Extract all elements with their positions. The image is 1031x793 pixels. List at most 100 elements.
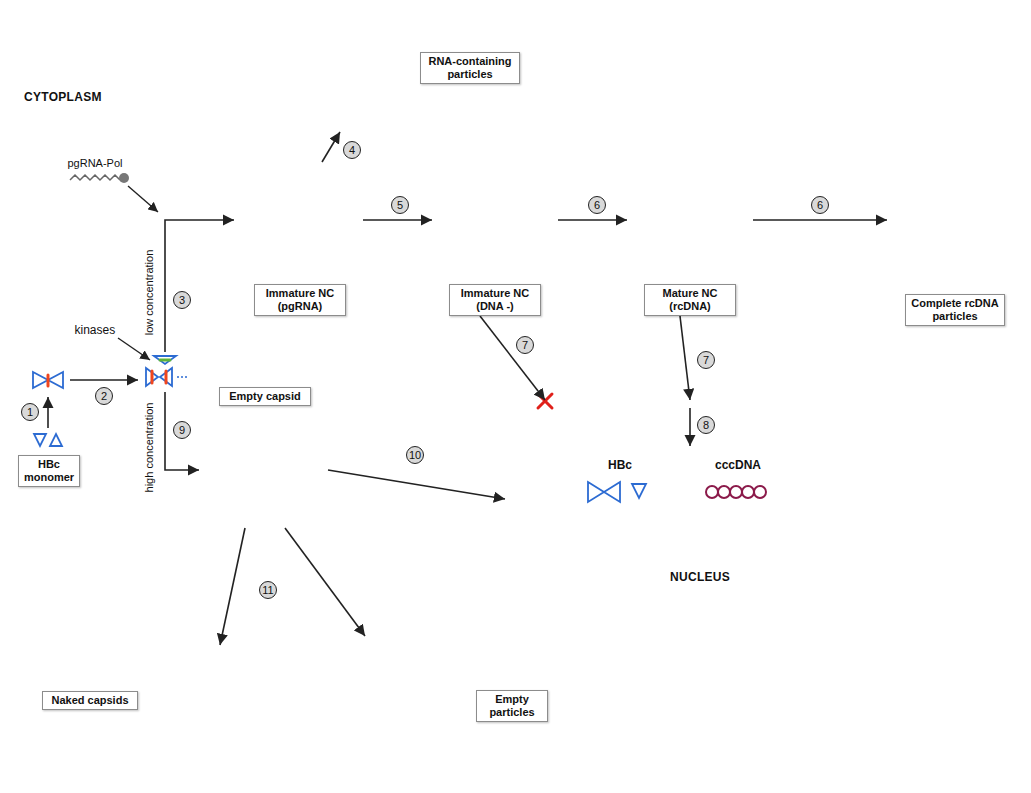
pgrna-strand bbox=[324, 67, 349, 70]
protein-spike bbox=[362, 48, 373, 54]
assembly-arrow bbox=[165, 220, 234, 352]
protein-spike bbox=[304, 436, 322, 446]
cytoplasm-outline bbox=[10, 82, 915, 607]
pgrna-pol-icon bbox=[70, 173, 129, 183]
callout-number: 10 bbox=[406, 446, 424, 464]
enzyme-label: kinases bbox=[75, 323, 116, 337]
capsid-outline bbox=[351, 670, 429, 743]
envelope-ring bbox=[322, 638, 458, 774]
capsid-drawing bbox=[202, 412, 328, 528]
protein-spike bbox=[208, 436, 226, 446]
cccdna-loop bbox=[742, 486, 754, 498]
flow-arrow bbox=[753, 219, 887, 221]
dimer-triangle bbox=[33, 372, 48, 388]
label-slot: 1 bbox=[21, 403, 39, 421]
stage-label: Mature NC (rcDNA) bbox=[644, 284, 736, 316]
protein-spike bbox=[979, 199, 990, 205]
particle-drawing bbox=[887, 152, 1023, 288]
envelope-ring bbox=[889, 154, 1021, 286]
dimer-triangle bbox=[146, 368, 158, 386]
label-slot: Mature NC (rcDNA) bbox=[644, 284, 736, 316]
callout-number: 9 bbox=[173, 421, 191, 439]
protein-spike bbox=[979, 235, 990, 241]
protein-spike bbox=[919, 218, 928, 222]
protein-spike bbox=[304, 495, 322, 505]
capsid-outline bbox=[917, 185, 993, 256]
label-slot: Immature NC (DNA -) bbox=[449, 284, 541, 316]
compartment-label: NUCLEUS bbox=[670, 570, 730, 584]
compartment-label: CYTOPLASM bbox=[24, 90, 102, 104]
protein-spike bbox=[534, 186, 552, 196]
stage-label: Immature NC (DNA -) bbox=[449, 284, 541, 316]
cytoplasm-region: CYTOPLASM Immature NC (pgRNA) Immature NC … bbox=[10, 82, 915, 607]
protein-spike bbox=[345, 217, 360, 223]
protein-spike bbox=[729, 186, 747, 196]
protein-spike bbox=[982, 218, 991, 222]
label-slot: Empty capsid bbox=[219, 387, 311, 406]
capsid-outline bbox=[202, 412, 328, 528]
protein-spike bbox=[339, 245, 357, 255]
step-arrow bbox=[70, 379, 138, 381]
cross-stroke bbox=[538, 394, 552, 408]
stage-label: Empty capsid bbox=[219, 387, 311, 406]
assembly-intermediate bbox=[146, 356, 188, 386]
label-slot: 3 bbox=[173, 291, 191, 309]
label-slot: RNA-containing particles bbox=[420, 52, 520, 84]
protein-spike bbox=[355, 722, 366, 728]
cccdna-loop bbox=[718, 486, 730, 498]
callout-number: 4 bbox=[343, 141, 361, 159]
dimer-triangle bbox=[588, 482, 604, 502]
label-slot: 5 bbox=[391, 196, 409, 214]
protein-spike bbox=[365, 66, 374, 70]
step-arrow bbox=[689, 408, 691, 446]
label-slot: Immature NC (pgRNA) bbox=[254, 284, 346, 316]
protein-spike bbox=[415, 685, 426, 691]
nuclear-membrane bbox=[508, 403, 893, 596]
pgrna-arrow bbox=[128, 186, 158, 212]
cccdna-loop bbox=[706, 486, 718, 498]
stage-label: Immature NC (pgRNA) bbox=[254, 284, 346, 316]
protein-spike bbox=[438, 245, 456, 255]
capsid-node: Naked capsids bbox=[150, 645, 270, 755]
label-slot: 9 bbox=[173, 421, 191, 439]
viral-particle: Empty particles bbox=[320, 636, 460, 776]
polymerase-dot bbox=[119, 173, 129, 183]
protein-spike bbox=[729, 245, 747, 255]
polymerase-dot bbox=[952, 206, 959, 213]
flow-arrow bbox=[285, 528, 365, 636]
pgrna-strand bbox=[274, 219, 316, 224]
dotted-continuation bbox=[177, 376, 188, 378]
cccdna-icon bbox=[706, 486, 766, 498]
protein-spike bbox=[307, 48, 318, 54]
molecule-label: cccDNA bbox=[715, 458, 761, 472]
protein-spike bbox=[415, 722, 426, 728]
label-slot: 8 bbox=[697, 416, 715, 434]
envelope-ring bbox=[278, 6, 402, 130]
rcdna-strand bbox=[947, 212, 963, 228]
callout-number: 6 bbox=[811, 196, 829, 214]
callout-number: 11 bbox=[259, 581, 277, 599]
cccdna-loop bbox=[730, 486, 742, 498]
flow-arrow bbox=[680, 316, 690, 400]
label-slot: 11 bbox=[259, 581, 277, 599]
protein-spike bbox=[438, 186, 456, 196]
label-slot: 2 bbox=[95, 387, 113, 405]
nuclear-hbc-icon bbox=[588, 482, 646, 502]
label-slot: cccDNA bbox=[715, 458, 761, 472]
capsid-outline bbox=[150, 645, 270, 755]
cell-boundary bbox=[12, 84, 913, 605]
polymerase-dot bbox=[348, 64, 355, 71]
stage-label: Empty particles bbox=[476, 690, 548, 722]
callout-number: 5 bbox=[391, 196, 409, 214]
cccdna-loop bbox=[754, 486, 766, 498]
callout-number: 1 bbox=[21, 403, 39, 421]
stage-label: Naked capsids bbox=[42, 691, 138, 710]
label-slot: high concentration bbox=[143, 402, 156, 492]
minus-strand-dna bbox=[478, 203, 512, 237]
rcdna-strand bbox=[677, 207, 703, 233]
protein-spike bbox=[921, 199, 932, 205]
capsid-drawing bbox=[150, 645, 270, 755]
protein-spike bbox=[243, 186, 261, 196]
